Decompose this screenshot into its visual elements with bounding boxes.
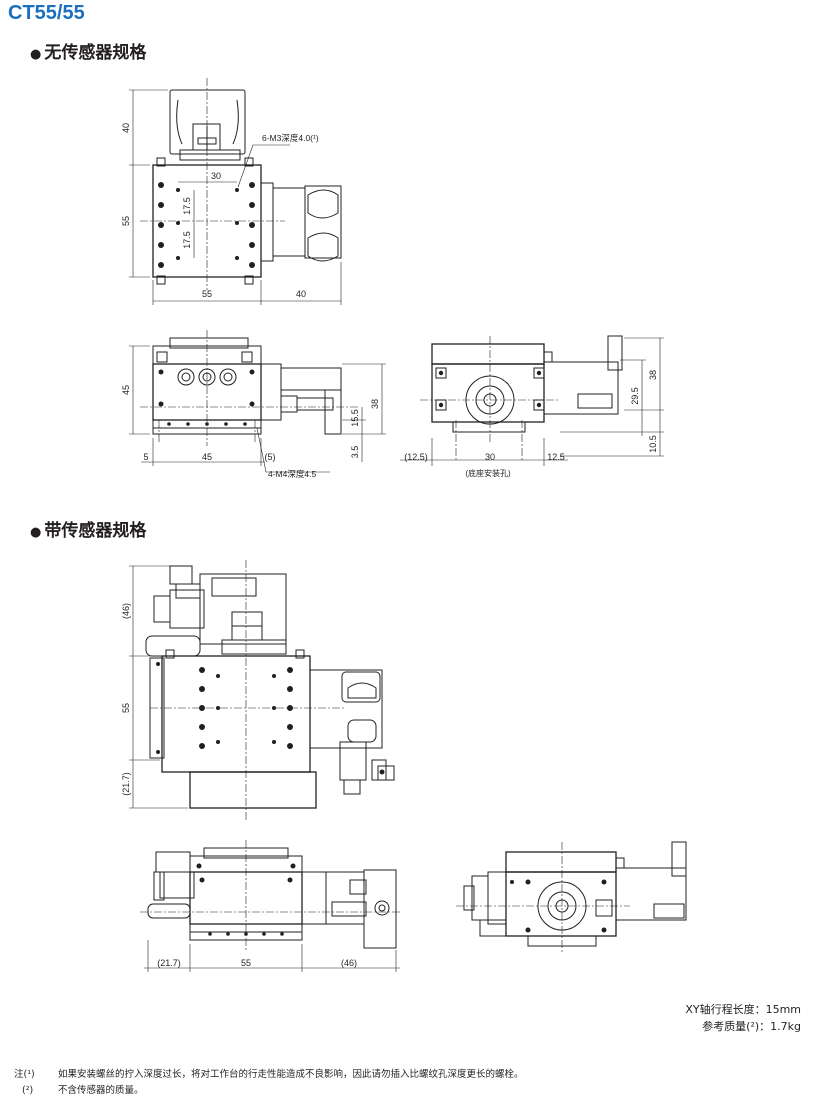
dim-38: 38 bbox=[370, 399, 380, 409]
callout-m4-holes: 4-M4深度4.5 bbox=[268, 469, 316, 479]
dim-12-5-paren: (12.5) bbox=[404, 452, 428, 462]
dim-21-7-paren: (21.7) bbox=[157, 958, 181, 968]
callout-m3-holes: 6-M3深度4.0(¹) bbox=[262, 133, 319, 143]
dim-29-5: 29.5 bbox=[630, 387, 640, 405]
base-mounting-holes-label: (底座安装孔) bbox=[465, 468, 511, 478]
page-title: CT55/55 bbox=[8, 2, 85, 24]
dim-55: 55 bbox=[121, 703, 131, 713]
dim-45-width: 45 bbox=[202, 452, 212, 462]
dim-3-5: 3.5 bbox=[350, 446, 360, 459]
footnotes: 注(¹) 如果安装螺丝的拧入深度过长，将对工作台的行走性能造成不良影响，因此请勿插… bbox=[14, 1067, 524, 1099]
dim-46-paren: (46) bbox=[121, 603, 131, 619]
dim-55-width: 55 bbox=[202, 289, 212, 299]
dim-40-width: 40 bbox=[296, 289, 306, 299]
side-view-no-sensor-labels: (12.5) 30 12.5 29.5 38 10.5 (底座安装孔) bbox=[404, 370, 658, 478]
dim-38: 38 bbox=[648, 370, 658, 380]
section-heading-with-sensor: ●带传感器规格 bbox=[30, 516, 146, 541]
section-label: 无传感器规格 bbox=[44, 43, 147, 63]
dim-5: 5 bbox=[143, 452, 148, 462]
dim-46-paren: (46) bbox=[341, 958, 357, 968]
side-view-no-sensor bbox=[400, 335, 664, 466]
dim-17-5-upper: 17.5 bbox=[182, 197, 192, 215]
dim-30: 30 bbox=[485, 452, 495, 462]
dim-17-5-lower: 17.5 bbox=[182, 231, 192, 249]
dim-55: 55 bbox=[241, 958, 251, 968]
note-2-text: 不含传感器的质量。 bbox=[58, 1085, 144, 1096]
front-view-with-sensor-labels: (21.7) 55 (46) bbox=[157, 958, 357, 968]
section-label: 带传感器规格 bbox=[44, 521, 147, 541]
dim-15-5: 15.5 bbox=[350, 409, 360, 427]
note-1-label: 注(¹) bbox=[14, 1069, 35, 1080]
dim-5-paren: (5) bbox=[265, 452, 276, 462]
dim-40-height: 40 bbox=[121, 123, 131, 133]
top-view-with-sensor bbox=[129, 560, 395, 820]
dim-12-5: 12.5 bbox=[547, 452, 565, 462]
spec-mass: 参考质量(²)：1.7kg bbox=[702, 1020, 801, 1033]
top-view-with-sensor-labels: (46) 55 (21.7) bbox=[121, 603, 131, 796]
note-2: (²) 不含传感器的质量。 bbox=[14, 1083, 524, 1099]
note-1-text: 如果安装螺丝的拧入深度过长，将对工作台的行走性能造成不良影响，因此请勿插入比螺纹… bbox=[58, 1069, 524, 1080]
dim-10-5: 10.5 bbox=[648, 435, 658, 453]
dim-55-height: 55 bbox=[121, 216, 131, 226]
section-heading-no-sensor: ●无传感器规格 bbox=[30, 38, 146, 63]
top-view-no-sensor bbox=[129, 78, 342, 305]
front-view-no-sensor-labels: 45 38 15.5 3.5 5 45 (5) 4-M4深度4.5 bbox=[121, 385, 380, 479]
top-view-no-sensor-labels: 40 55 30 17.5 17.5 55 40 6-M3深度4.0(¹) bbox=[121, 123, 319, 299]
bullet-icon: ● bbox=[30, 525, 42, 540]
note-1: 注(¹) 如果安装螺丝的拧入深度过长，将对工作台的行走性能造成不良影响，因此请勿插… bbox=[14, 1067, 524, 1083]
front-view-no-sensor bbox=[129, 330, 386, 473]
dim-21-7-paren: (21.7) bbox=[121, 772, 131, 796]
dim-30: 30 bbox=[211, 171, 221, 181]
spec-stroke: XY轴行程长度：15mm bbox=[685, 1003, 801, 1016]
side-view-with-sensor bbox=[456, 841, 687, 952]
front-view-with-sensor bbox=[140, 840, 400, 972]
specifications: XY轴行程长度：15mm 参考质量(²)：1.7kg bbox=[685, 1001, 801, 1035]
bullet-icon: ● bbox=[30, 47, 42, 62]
dim-45-height: 45 bbox=[121, 385, 131, 395]
note-2-label: (²) bbox=[22, 1085, 34, 1096]
